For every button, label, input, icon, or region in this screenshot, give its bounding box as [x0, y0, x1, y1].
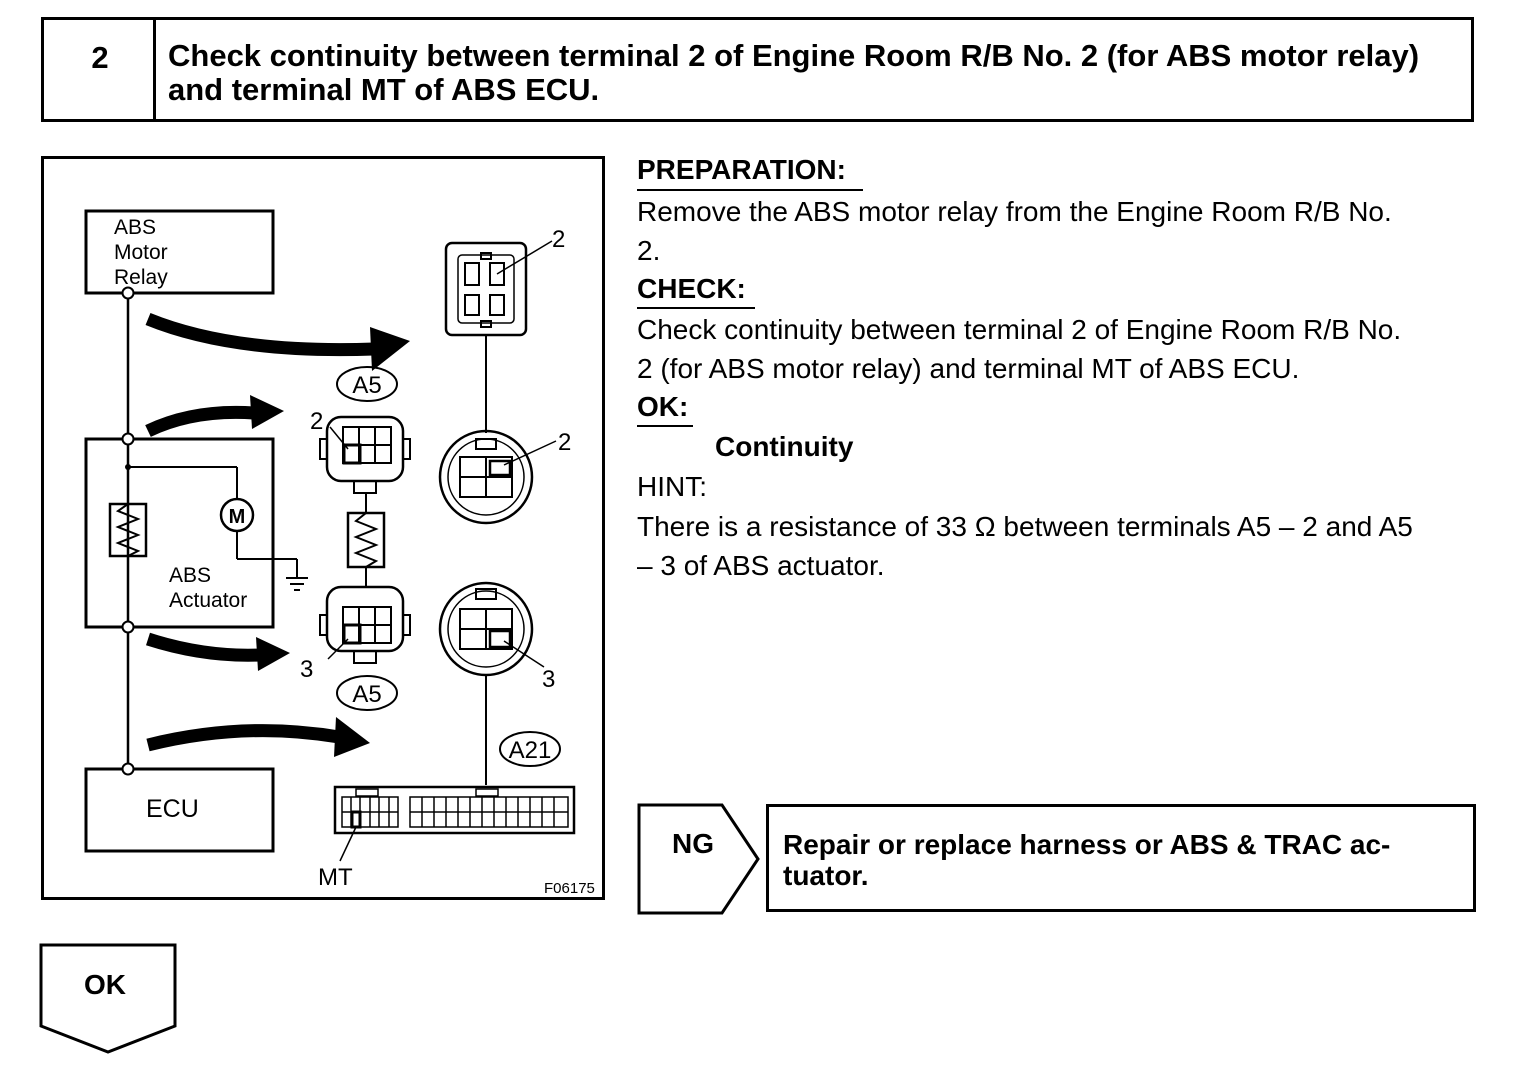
wiring-diagram-svg: ABS Motor Relay M ABS Actuator ECU — [84, 209, 595, 897]
harness-3-leader — [503, 640, 545, 668]
actuator-box — [84, 437, 275, 629]
relay-label-1: ABS — [114, 216, 156, 239]
ok-label: OK — [84, 969, 126, 1000]
check-line-2: 2 (for ABS motor relay) and terminal MT … — [637, 353, 1300, 384]
hint-heading: HINT: — [637, 471, 707, 502]
ng-action-line-1: Repair or replace harness or ABS & TRAC … — [783, 829, 1391, 860]
hint-line-1: There is a resistance of 33 Ω between te… — [637, 511, 1413, 542]
a5-top-pins — [319, 426, 411, 494]
preparation-line-1: Remove the ABS motor relay from the Engi… — [637, 196, 1392, 227]
terminal-a5-3: 3 — [300, 656, 313, 683]
check-underline — [637, 307, 755, 309]
resistor-zigzag — [115, 503, 141, 557]
arrow-relay-icon — [145, 312, 375, 357]
terminal-relay-2: 2 — [552, 226, 565, 253]
ng-arrow-tag — [637, 803, 760, 915]
ng-label: NG — [672, 828, 714, 859]
wiring-diagram: ABS Motor Relay M ABS Actuator ECU — [41, 156, 605, 900]
junction-dot — [125, 464, 131, 470]
ng-action-line-2: tuator. — [783, 860, 869, 891]
a5-bottom-badge — [336, 675, 398, 711]
ok-value: Continuity — [715, 431, 854, 462]
terminal-mt: MT — [318, 864, 353, 891]
terminal-harness-3: 3 — [542, 666, 555, 693]
actuator-label-1: ABS — [169, 564, 211, 587]
ecu-connector-a21 — [333, 785, 576, 835]
relay-socket-pins — [464, 252, 505, 328]
a5-resistor-zigzag — [353, 512, 379, 568]
a5-bottom-pins — [319, 606, 411, 664]
wire-nodes — [121, 286, 135, 776]
relay-label-3: Relay — [114, 266, 168, 289]
a5-top-2-leader — [329, 426, 349, 450]
ecu-box — [84, 767, 275, 853]
arrow-a5-bottom-icon — [146, 632, 260, 662]
harness-2-leader — [503, 440, 557, 466]
ok-underline — [637, 425, 693, 427]
arrow-ecu-head — [334, 717, 370, 757]
harness-connector-bottom-inner — [447, 590, 525, 668]
arrow-relay-head — [370, 327, 410, 371]
arrow-a5-bottom-head — [256, 637, 290, 671]
ok-arrow-tag — [39, 943, 177, 1054]
actuator-label-2: Actuator — [169, 589, 247, 612]
preparation-underline — [637, 189, 863, 191]
arrow-a5-top-icon — [145, 405, 255, 437]
ng-action-text: Repair or replace harness or ABS & TRAC … — [783, 829, 1463, 891]
a5-top-badge — [336, 366, 398, 402]
check-heading: CHECK: — [637, 273, 746, 304]
harness-connector-top — [438, 429, 534, 525]
a5-bottom-3-leader — [327, 638, 349, 660]
check-line-1: Check continuity between terminal 2 of E… — [637, 314, 1402, 345]
ecu-connector-pins — [341, 788, 569, 829]
mt-leader — [339, 826, 357, 862]
ng-action-box: Repair or replace harness or ABS & TRAC … — [766, 804, 1476, 912]
relay-socket-inner — [457, 254, 515, 324]
terminal-a5-2: 2 — [310, 408, 323, 435]
step-title: Check continuity between terminal 2 of E… — [168, 38, 1420, 107]
step-header: 2 Check continuity between terminal 2 of… — [41, 17, 1474, 122]
ecu-label: ECU — [146, 795, 199, 823]
a21-badge — [499, 731, 561, 767]
arrow-ecu-icon — [146, 724, 341, 752]
step-number-cell: 2 — [44, 20, 156, 119]
connector-a21: A21 — [509, 737, 552, 764]
figure-code: F06175 — [544, 880, 595, 897]
motor-symbol: M — [229, 506, 246, 528]
hint-line-2: – 3 of ABS actuator. — [637, 550, 885, 581]
harness-top-pins — [459, 438, 513, 498]
connector-a5-bottom: A5 — [352, 681, 381, 708]
relay-label-2: Motor — [114, 241, 168, 264]
connector-a5-top: A5 — [352, 372, 381, 399]
relay-2-leader — [496, 240, 553, 275]
preparation-line-2: 2. — [637, 235, 661, 266]
ground-icon — [286, 577, 308, 591]
terminal-harness-2: 2 — [558, 429, 571, 456]
preparation-heading: PREPARATION: — [637, 154, 846, 185]
harness-bottom-pins — [459, 588, 513, 650]
arrow-a5-top-head — [250, 395, 284, 429]
relay-box — [84, 209, 275, 295]
ok-heading: OK: — [637, 391, 689, 422]
step-number: 2 — [91, 40, 109, 75]
